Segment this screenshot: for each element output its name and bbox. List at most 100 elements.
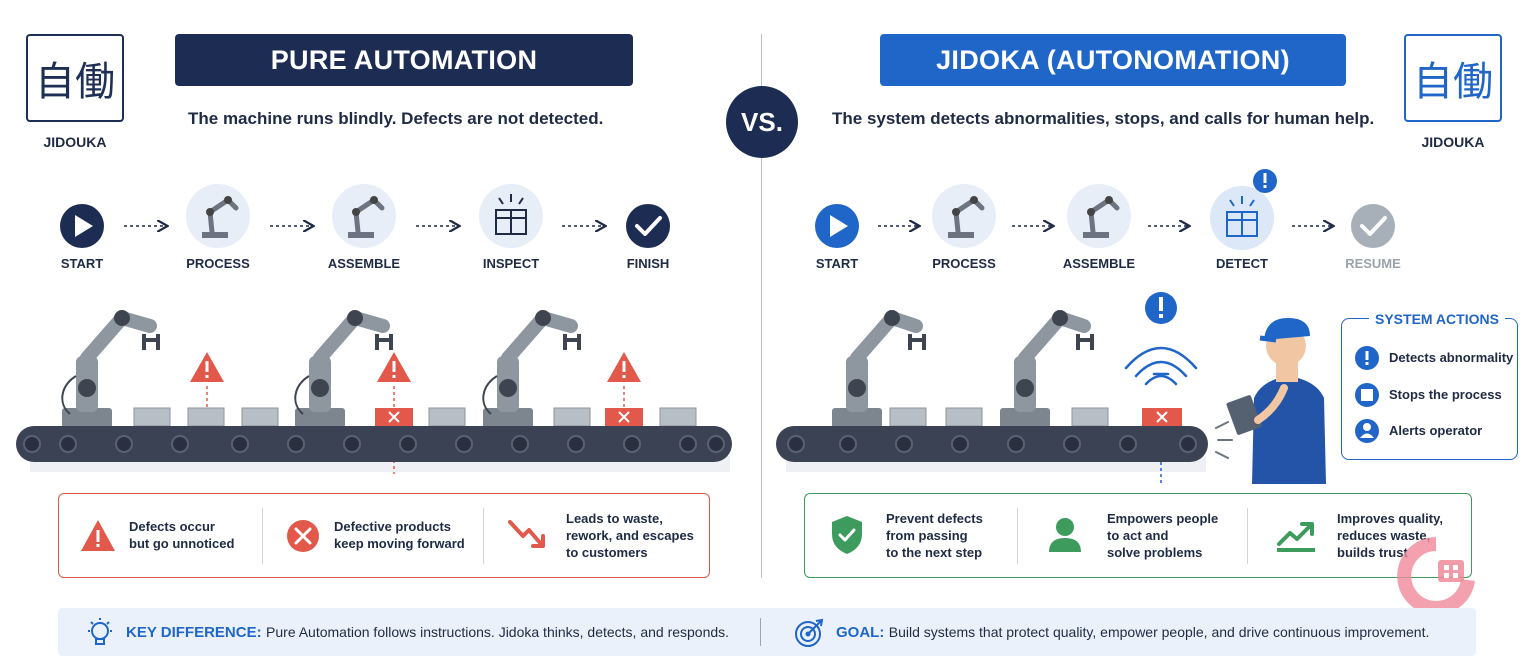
trend-up-icon — [1277, 522, 1315, 552]
system-action-item: Detects abnormality — [1389, 350, 1514, 365]
key-difference: KEY DIFFERENCE: Pure Automation follows … — [126, 624, 729, 642]
goal: GOAL: Build systems that protect quality… — [836, 624, 1429, 642]
left-step-label-process: PROCESS — [186, 256, 250, 271]
sensor-wave-icon — [1124, 346, 1198, 386]
right-outcomes-card: Prevent defects from passing to the next… — [804, 493, 1472, 578]
corner-badge-icon — [1397, 537, 1475, 612]
right-step-label-assemble: ASSEMBLE — [1062, 256, 1136, 271]
play-icon — [815, 204, 859, 248]
defect-product-icon — [1142, 408, 1182, 426]
left-title-banner: PURE AUTOMATION — [175, 34, 633, 86]
right-step-label-start: START — [815, 256, 859, 271]
right-card-3-text: Improves quality, reduces waste, builds … — [1337, 510, 1443, 561]
robot-arm-icon — [186, 184, 250, 248]
system-action-item: Alerts operator — [1389, 423, 1483, 438]
warning-icon — [190, 352, 224, 408]
alert-badge-icon — [1253, 169, 1277, 193]
card-line: rework, and escapes — [566, 528, 694, 543]
right-card-2-text: Empowers people to act and solve problem… — [1107, 510, 1218, 561]
robot-arm-icon — [332, 184, 396, 248]
card-line: but go unnoticed — [129, 536, 235, 551]
left-outcomes-card: Defects occur but go unnoticed Defective… — [58, 493, 710, 578]
defect-product-icon — [605, 408, 643, 426]
bottom-separator — [760, 618, 761, 646]
robot-arm — [1000, 309, 1094, 428]
robot-arm — [832, 309, 926, 428]
right-title-banner: JIDOKA (AUTONOMATION) — [880, 34, 1346, 86]
kanji-caption-right: JIDOUKA — [1421, 134, 1485, 150]
alert-icon — [1145, 292, 1177, 324]
card-line: to the next step — [886, 545, 983, 560]
card-line: keep moving forward — [334, 536, 465, 551]
x-circle-icon — [287, 520, 319, 552]
warning-icon — [377, 352, 411, 474]
key-difference-text: Pure Automation follows instructions. Ji… — [266, 624, 730, 640]
card-line: Defects occur — [129, 519, 215, 534]
left-card-2-text: Defective products keep moving forward — [334, 518, 465, 552]
right-conveyor-illustration — [776, 292, 1326, 484]
card-line: from passing — [886, 528, 968, 543]
left-subtitle: The machine runs blindly. Defects are no… — [188, 109, 604, 128]
person-icon — [1049, 518, 1081, 552]
target-icon — [795, 618, 824, 647]
inspect-box-icon — [479, 184, 543, 248]
warning-icon — [81, 520, 115, 551]
right-card-1-text: Prevent defects from passing to the next… — [886, 510, 983, 561]
card-line: Prevent defects — [886, 511, 983, 526]
card-line: solve problems — [1107, 545, 1203, 560]
card-line: Improves quality, — [1337, 511, 1443, 526]
card-line: reduces waste, — [1337, 528, 1431, 543]
vs-badge: VS. — [726, 86, 798, 158]
card-line: Empowers people — [1107, 511, 1219, 526]
check-circle-icon — [1351, 204, 1395, 248]
right-step-flow — [815, 169, 1395, 250]
left-step-label-start: START — [60, 256, 104, 271]
card-line: to act and — [1107, 528, 1169, 543]
right-step-label-resume: RESUME — [1345, 256, 1401, 271]
left-step-label-assemble: ASSEMBLE — [327, 256, 401, 271]
system-actions-panel: SYSTEM ACTIONS Detects abnormality Stops… — [1341, 311, 1518, 460]
card-separator — [262, 508, 263, 564]
alert-rays — [1215, 421, 1233, 459]
kanji-logo-right: 自働 — [1404, 34, 1502, 122]
trend-down-icon — [508, 520, 545, 548]
card-separator — [1247, 508, 1248, 564]
robot-arm — [61, 310, 160, 428]
robot-arm-icon — [1067, 184, 1131, 248]
lightbulb-icon — [88, 618, 112, 645]
card-separator — [483, 508, 484, 564]
card-line: to customers — [566, 545, 648, 560]
robot-arm-icon — [932, 184, 996, 248]
left-conveyor-illustration — [16, 310, 732, 474]
kanji-caption-left: JIDOUKA — [43, 134, 107, 150]
stop-icon — [1355, 383, 1379, 407]
goal-text: Build systems that protect quality, empo… — [888, 624, 1430, 640]
left-step-label-inspect: INSPECT — [482, 256, 540, 271]
system-actions-title: SYSTEM ACTIONS — [1369, 311, 1505, 327]
key-difference-label: KEY DIFFERENCE: — [126, 624, 262, 641]
center-divider-top — [761, 34, 762, 86]
alert-icon — [1355, 346, 1379, 370]
warning-icon — [607, 352, 641, 408]
left-step-flow — [60, 184, 670, 248]
robot-arm — [294, 310, 393, 428]
bottom-summary-bar: KEY DIFFERENCE: Pure Automation follows … — [58, 608, 1476, 656]
check-circle-icon — [626, 204, 670, 248]
right-step-label-detect: DETECT — [1216, 256, 1268, 271]
left-card-1-text: Defects occur but go unnoticed — [129, 518, 234, 552]
kanji-text-right: 自働 — [1413, 59, 1493, 105]
left-step-label-finish: FINISH — [626, 256, 670, 271]
robot-arm — [482, 310, 581, 428]
system-action-item: Stops the process — [1389, 387, 1502, 402]
card-line: builds trust — [1337, 545, 1408, 560]
play-icon — [60, 204, 104, 248]
goal-label: GOAL: — [836, 624, 885, 641]
system-actions-icons — [1355, 346, 1379, 443]
center-divider — [761, 158, 762, 578]
right-subtitle: The system detects abnormalities, stops,… — [832, 109, 1375, 128]
kanji-logo-left: 自働 — [26, 34, 124, 122]
card-line: Defective products — [334, 519, 452, 534]
card-line: Leads to waste, — [566, 511, 663, 526]
operator-figure — [1226, 318, 1326, 484]
kanji-text-left: 自働 — [35, 59, 115, 105]
